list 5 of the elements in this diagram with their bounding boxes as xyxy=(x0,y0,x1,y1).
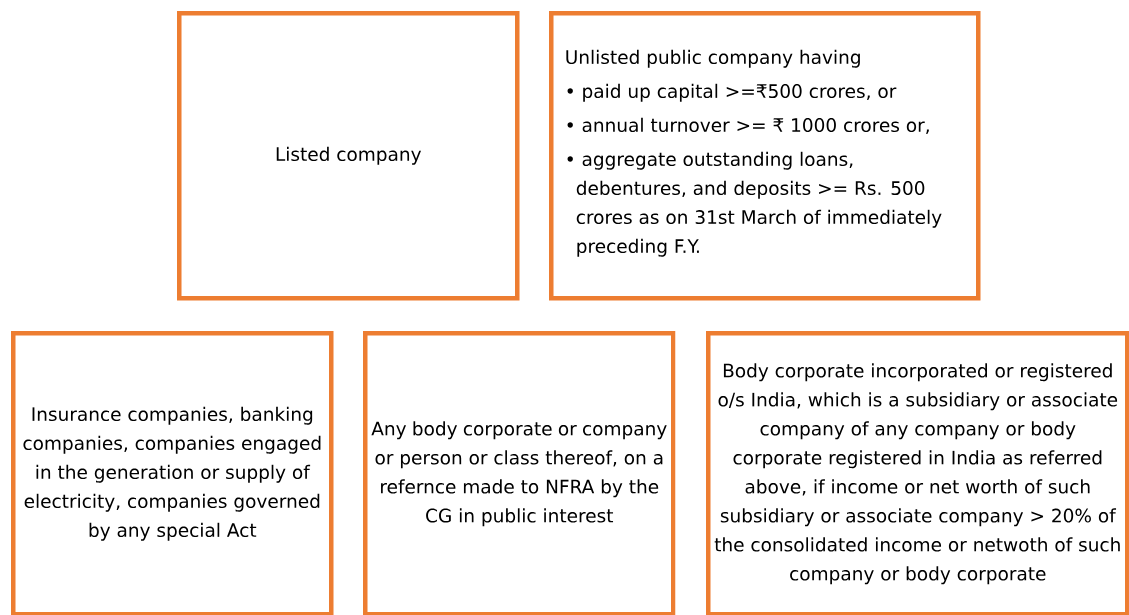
text-box: Listed company xyxy=(177,11,520,301)
text-box: Unlisted public company having • paid up capital >=₹500 crores, or • annual turnover >= ₹ 1000 crores or, • aggregate outstanding loans, debentures, and deposits >= Rs. 500 crores as on 31st March of immediately preceding F.Y. xyxy=(549,11,981,301)
text-box: Insurance companies, banking companies, companies engaged in the generation or supply of electricity, companies governed by any special Act xyxy=(11,331,334,615)
text-box: Body corporate incorporated or registered o/s India, which is a subsidiary or associate company of any company or body corporate registered in India as referred above, if income or net worth of such subsidiary or associate company > 20% of the consolidated income or netwoth of such company or body corporate xyxy=(706,331,1129,615)
text-box: Any body corporate or company or person or class thereof, on a refernce made to NFRA by the CG in public interest xyxy=(363,331,676,615)
